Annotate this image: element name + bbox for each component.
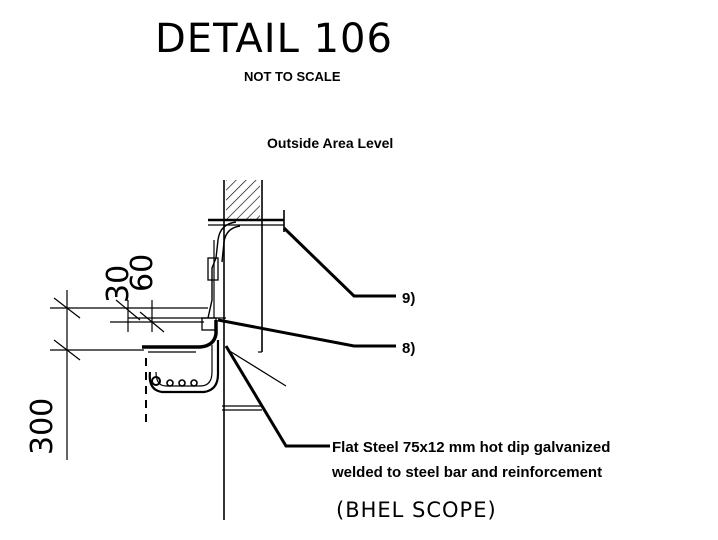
scope-note: (BHEL SCOPE) [336,498,497,522]
callout-8: 8) [402,340,415,357]
note-line-2: welded to steel bar and reinforcement [331,464,602,481]
wall [223,180,263,520]
bent-rebar [207,221,241,319]
rebar-section [190,379,198,387]
rebar-section [166,379,174,387]
callout-9: 9) [402,290,415,307]
lower-reinforcement [145,340,262,422]
scale-note: NOT TO SCALE [244,69,341,84]
drawing-title: DETAIL 106 [155,16,393,62]
dimension-lines [50,290,208,460]
dimension-30: 30 [101,265,136,303]
rebar-section [178,379,186,387]
flat-steel [142,317,226,353]
note-line-1: Flat Steel 75x12 mm hot dip galvanized [332,439,610,456]
cut-lines [227,349,287,387]
rebar-section [151,376,161,386]
wall-hatch [226,180,260,220]
leader-lines [217,226,396,448]
dimension-300: 300 [25,398,60,455]
dimension-60: 60 [125,254,160,292]
section-label: Outside Area Level [267,135,393,151]
